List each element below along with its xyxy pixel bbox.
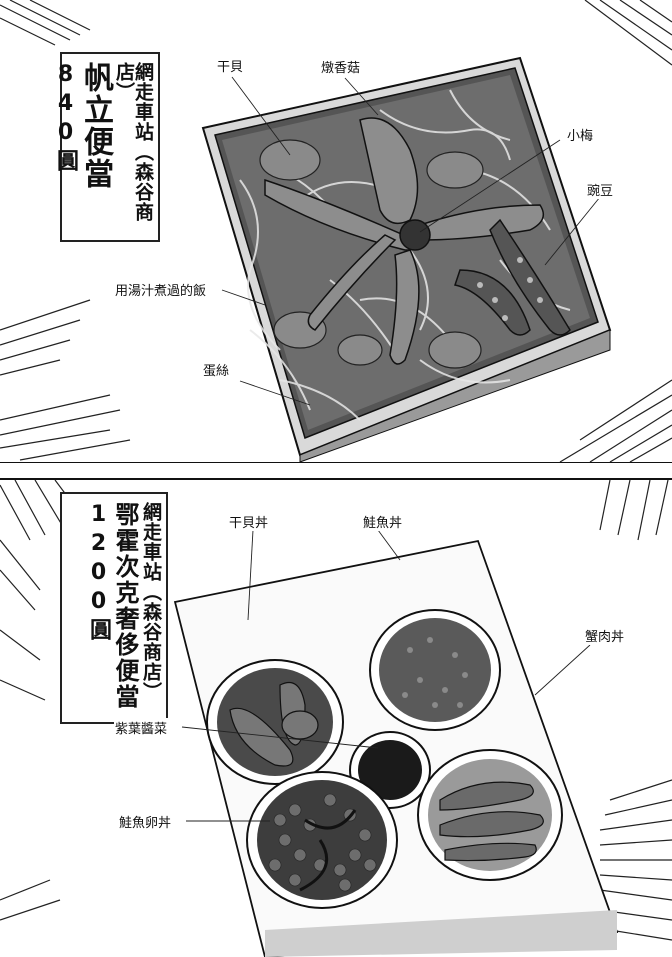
manga-panel-scallop-bento: 網走車站（森谷商店） 帆立便當 840圓 干貝 燉香菇 小梅 豌豆 用湯汁煮過的…	[0, 0, 672, 464]
callout-egg-strips: 蛋絲	[202, 360, 231, 379]
scallop-bento-illustration	[201, 56, 612, 462]
speed-lines	[0, 0, 672, 462]
callout-shibazuke-pickles: 紫葉醬菜	[114, 718, 169, 737]
okhotsk-bento-illustration	[173, 529, 619, 957]
callout-salmon-roe-don: 鮭魚卵丼	[118, 812, 173, 831]
panel-gutter	[0, 463, 672, 478]
bento-price: 840圓	[53, 62, 78, 175]
callout-crab-don: 蟹肉丼	[584, 626, 626, 645]
bento-price: 1200圓	[86, 502, 111, 644]
bento-title-box: 網走車站（森谷商店） 帆立便當 840圓	[53, 52, 160, 242]
speed-lines	[0, 480, 672, 941]
station-name: 網走車站（森谷商店）	[113, 62, 154, 222]
callout-salmon-don: 鮭魚丼	[362, 512, 404, 531]
station-name: 網走車站（森谷商店）	[140, 502, 162, 702]
bento-name: 鄂霍次克奢侈便當	[111, 502, 139, 710]
callout-broth-rice: 用湯汁煮過的飯	[114, 280, 208, 299]
callout-small-plum: 小梅	[566, 125, 595, 144]
callout-dried-scallop: 干貝	[216, 56, 245, 75]
bento-name: 帆立便當	[78, 62, 113, 190]
bento-title-box: 網走車站（森谷商店） 鄂霍次克奢侈便當 1200圓	[60, 492, 168, 724]
callout-peas: 豌豆	[586, 180, 615, 199]
manga-panel-okhotsk-bento: 網走車站（森谷商店） 鄂霍次克奢侈便當 1200圓 干貝丼 鮭魚丼 蟹肉丼 紫葉…	[0, 478, 672, 957]
callout-scallop-don: 干貝丼	[228, 512, 270, 531]
callout-stewed-shiitake: 燉香菇	[320, 57, 362, 76]
